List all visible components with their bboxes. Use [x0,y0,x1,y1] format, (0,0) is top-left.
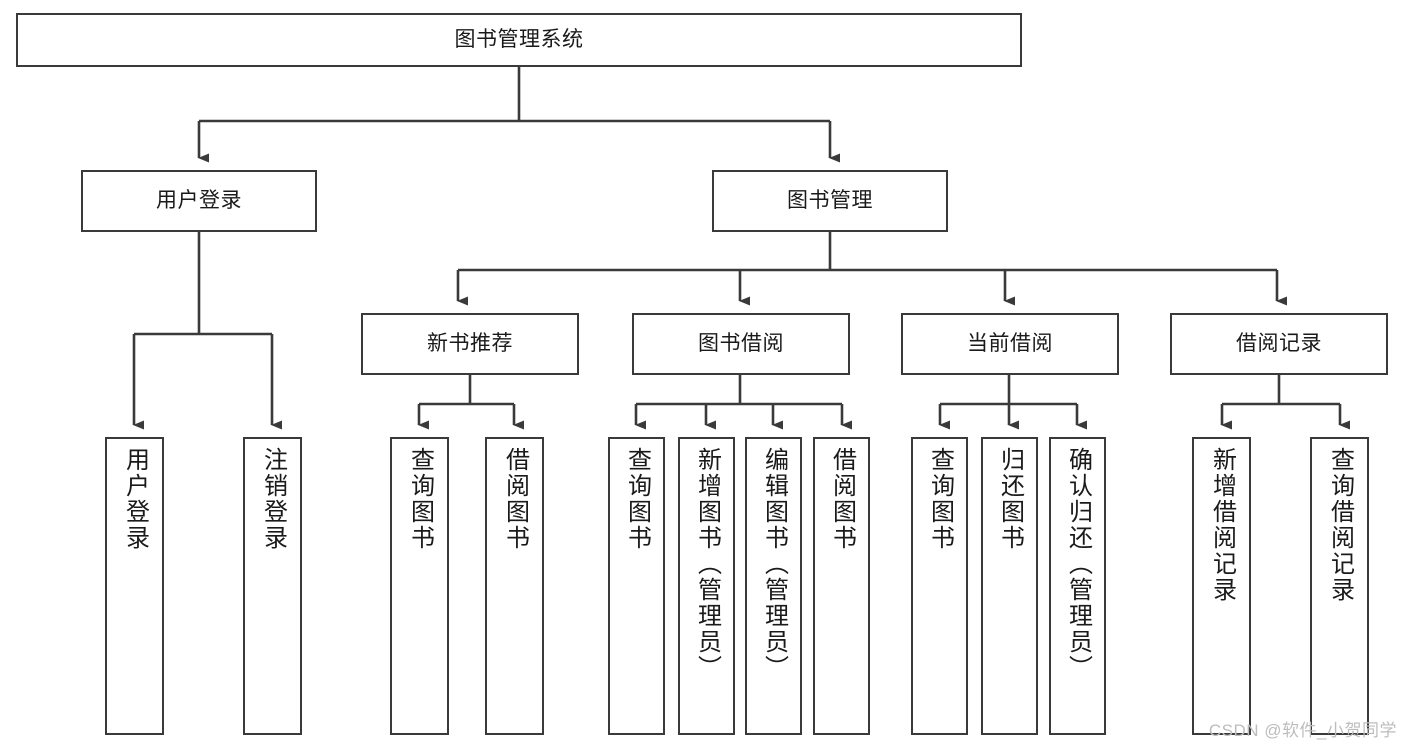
node-label: 图书管理系统 [454,27,584,51]
node-label: 查询图书 [926,447,954,551]
leaf-borrow-record-query-record[interactable]: 查询借阅记录 [1310,437,1369,735]
node-label: 图书管理 [787,188,873,212]
leaf-book-borrow-query-book[interactable]: 查询图书 [608,437,665,735]
node-label: 借阅记录 [1236,331,1322,355]
node-label: 查询借阅记录 [1326,447,1354,603]
node-label: 当前借阅 [967,331,1053,355]
leaf-book-borrow-borrow-book[interactable]: 借阅图书 [813,437,870,735]
leaf-new-book-borrow-book[interactable]: 借阅图书 [485,437,544,735]
leaf-new-book-query-book[interactable]: 查询图书 [390,437,449,735]
node-label: 新增图书（管理员） [693,447,721,681]
node-label: 确认归还（管理员） [1064,447,1092,681]
node-label: 归还图书 [996,447,1024,551]
node-label: 借阅图书 [828,447,856,551]
leaf-current-borrow-query-book[interactable]: 查询图书 [911,437,968,735]
leaf-current-borrow-return-book[interactable]: 归还图书 [981,437,1038,735]
node-book-borrow[interactable]: 图书借阅 [632,313,850,375]
node-label: 新书推荐 [427,331,513,355]
leaf-current-borrow-confirm-return-admin[interactable]: 确认归还（管理员） [1049,437,1106,735]
node-user-login[interactable]: 用户登录 [81,170,317,232]
node-new-book-recommend[interactable]: 新书推荐 [361,313,579,375]
node-label: 编辑图书（管理员） [760,447,788,681]
node-label: 新增借阅记录 [1208,447,1236,603]
leaf-borrow-record-add-record[interactable]: 新增借阅记录 [1192,437,1251,735]
watermark: CSDN @软件_小贺同学 [1208,721,1397,740]
node-label: 借阅图书 [501,447,529,551]
node-root-book-management-system[interactable]: 图书管理系统 [16,13,1022,67]
node-label: 用户登录 [121,447,149,551]
node-label: 注销登录 [259,447,287,551]
leaf-user-login-signin[interactable]: 用户登录 [105,437,164,735]
node-borrow-record[interactable]: 借阅记录 [1170,313,1388,375]
node-current-borrow[interactable]: 当前借阅 [901,313,1119,375]
leaf-user-login-signout[interactable]: 注销登录 [243,437,302,735]
leaf-book-borrow-edit-book-admin[interactable]: 编辑图书（管理员） [745,437,802,735]
leaf-book-borrow-add-book-admin[interactable]: 新增图书（管理员） [678,437,735,735]
node-label: 查询图书 [406,447,434,551]
node-book-management[interactable]: 图书管理 [712,170,948,232]
node-label: 用户登录 [156,188,242,212]
node-label: 查询图书 [623,447,651,551]
node-label: 图书借阅 [698,331,784,355]
